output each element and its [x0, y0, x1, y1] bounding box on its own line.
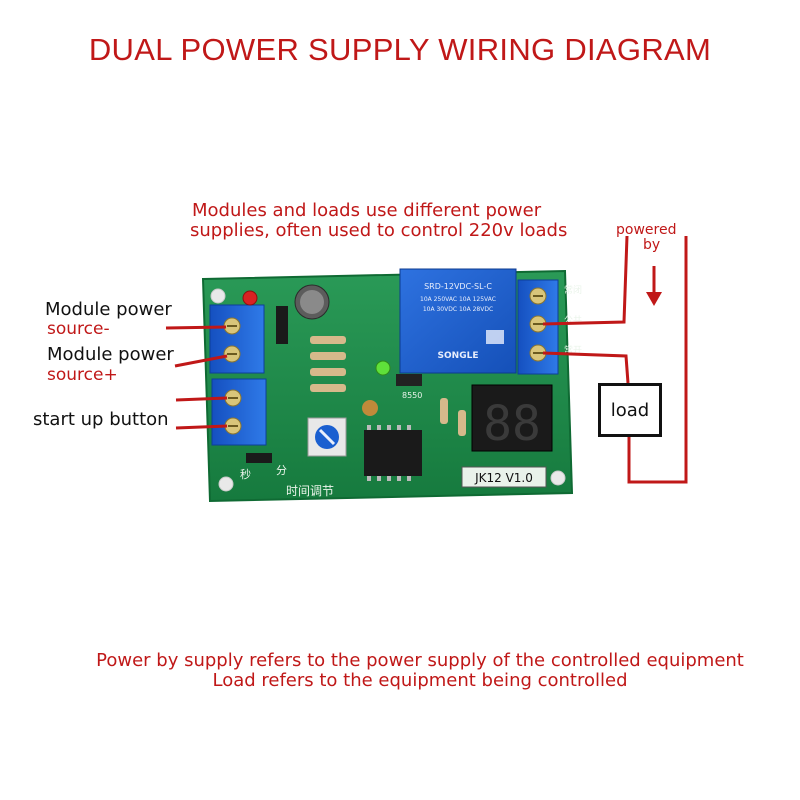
page-title: DUAL POWER SUPPLY WIRING DIAGRAM	[88, 32, 712, 67]
top-note-line2: supplies, often used to control 220v loa…	[190, 220, 568, 241]
powered-by-line1: powered	[616, 222, 677, 238]
terminal-com-label: 公共	[564, 315, 582, 326]
start-button-label: start up button	[33, 409, 169, 430]
left-terminal-block-button	[211, 378, 267, 446]
left-terminal-block-power	[209, 304, 265, 374]
relay-model-text: SRD-12VDC-SL-C	[424, 282, 492, 291]
left-wires	[165, 325, 228, 430]
top-note-line1: Modules and loads use different power	[192, 200, 542, 221]
relay-rating-text2: 10A 30VDC 10A 28VDC	[423, 306, 493, 313]
load-box: load	[598, 383, 662, 437]
red-led-icon	[242, 290, 258, 306]
green-led-icon	[375, 360, 391, 376]
capacitor-icon	[294, 284, 330, 320]
load-label: load	[610, 399, 650, 421]
module-minus-label-line2: source-	[47, 319, 110, 339]
potentiometer-icon	[307, 417, 347, 457]
ceramic-capacitor-icon	[362, 400, 378, 416]
module-plus-label-line1: Module power	[47, 344, 174, 365]
transistor-icon	[396, 374, 422, 386]
down-arrow-icon	[646, 266, 662, 306]
time-adjust-label: 时间调节	[286, 484, 334, 498]
resistors	[310, 336, 466, 436]
second-label: 秒	[240, 467, 251, 481]
terminal-nc-label: 常闭	[564, 284, 582, 296]
relay-rating-text1: 10A 250VAC 10A 125VAC	[420, 296, 496, 303]
relay-brand-text: SONGLE	[438, 351, 479, 361]
display-digits: 88	[483, 396, 541, 452]
module-minus-label-line1: Module power	[45, 299, 172, 320]
transistor-label: 8550	[402, 391, 422, 400]
mode-jumper-icon	[246, 453, 272, 463]
footer-line2: Load refers to the equipment being contr…	[212, 670, 628, 691]
version-label: JK12 V1.0	[474, 471, 533, 485]
footer-line1: Power by supply refers to the power supp…	[96, 650, 744, 671]
module-plus-label-line2: source+	[47, 365, 118, 385]
relay: SRD-12VDC-SL-C 10A 250VAC 10A 125VAC 10A…	[399, 268, 517, 374]
ic-chip-icon	[364, 425, 422, 481]
seven-segment-display: 88	[471, 384, 553, 452]
right-wires	[542, 235, 688, 484]
right-terminal-block: 常闭 公共 常开	[517, 279, 582, 375]
minute-label: 分	[276, 464, 287, 477]
diode-icon	[276, 306, 288, 344]
powered-by-line2: by	[643, 237, 661, 253]
